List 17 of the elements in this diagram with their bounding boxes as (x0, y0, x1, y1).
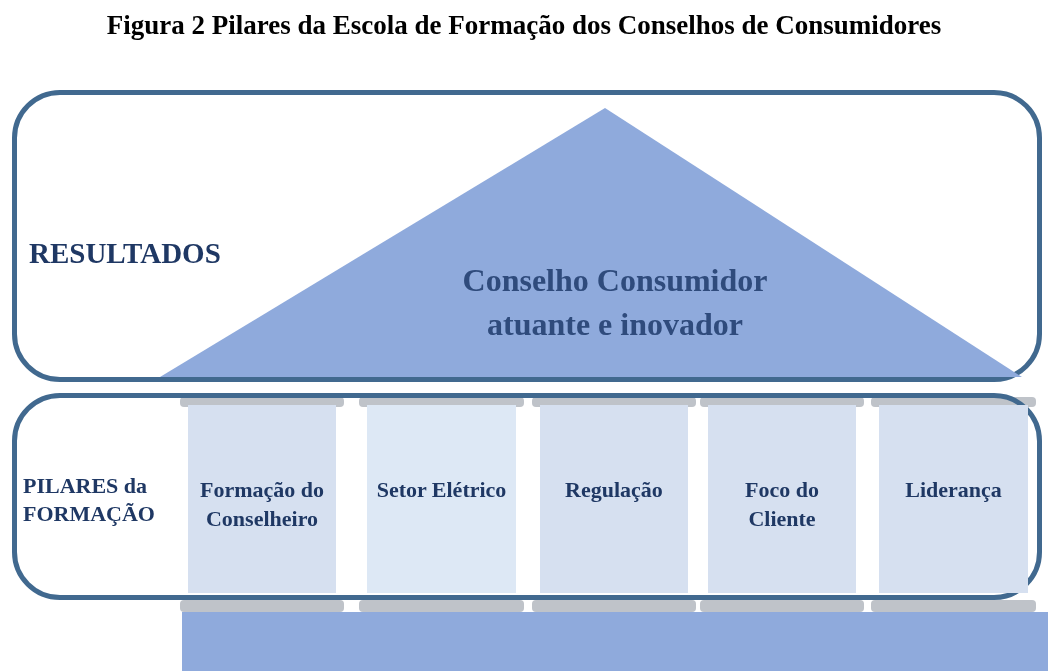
band-label: RESULTADOS (29, 237, 221, 270)
figure-title: Figura 2 Pilares da Escola de Formação dos Conselhos de Consumidores (105, 9, 943, 42)
pillar-label: Formação do Conselheiro (199, 476, 325, 533)
pillar-label: Setor Elétrico (375, 476, 508, 504)
pillar-label: Liderança (904, 476, 1003, 504)
pillar (367, 405, 516, 593)
pillar (708, 405, 856, 593)
band-label: PILARES da FORMAÇÃO (23, 472, 156, 528)
pillar (540, 405, 688, 593)
rounded-band (12, 393, 1042, 600)
pillar-label: Regulação (564, 476, 664, 504)
roof-label: Conselho Consumidor atuante e inovador (461, 261, 769, 344)
rounded-band (12, 90, 1042, 382)
base-bar (182, 612, 1048, 671)
pillar (879, 405, 1028, 593)
pillar (188, 405, 336, 593)
pillar-label: Foco do Cliente (744, 476, 820, 533)
